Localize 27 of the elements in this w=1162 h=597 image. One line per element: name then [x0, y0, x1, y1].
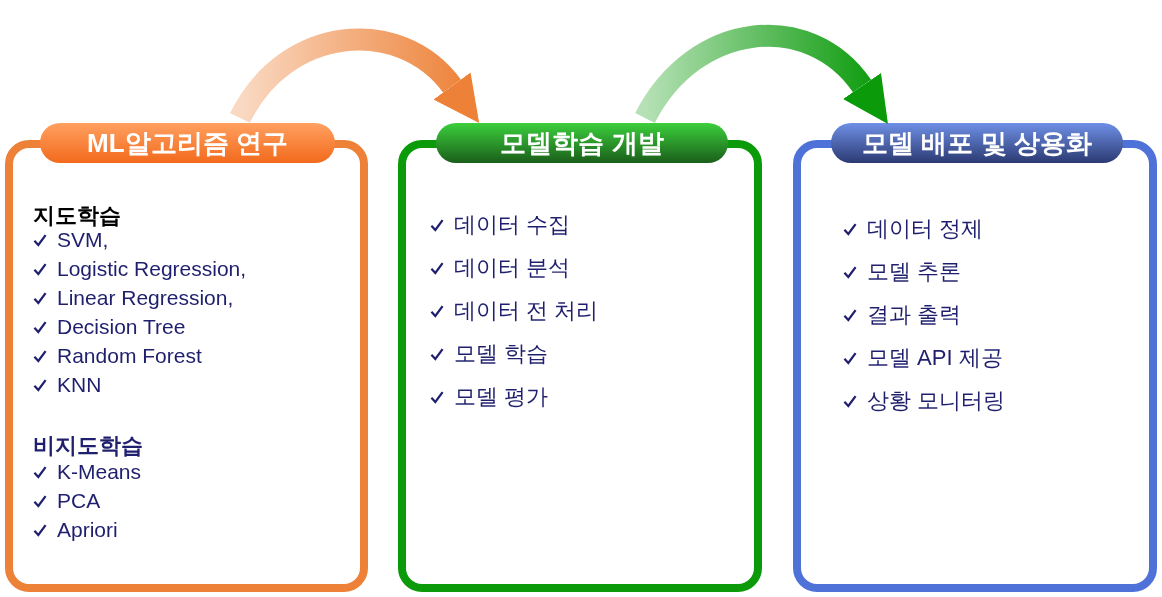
list-item: 모델 추론 [867, 258, 962, 286]
panel-box [398, 123, 762, 592]
list-item: K-Means [57, 460, 142, 484]
list-item: Decision Tree [57, 315, 186, 339]
list-item: 데이터 수집 [454, 211, 571, 239]
heading-pill: 모델 배포 및 상용화 [831, 123, 1123, 163]
list-item: PCA [57, 489, 101, 513]
list-item: 데이터 분석 [454, 254, 571, 282]
list-item: Apriori [57, 518, 118, 542]
panel-box [5, 123, 368, 592]
heading-pill: 모델학습 개발 [436, 123, 728, 163]
section-heading: 지도학습 [33, 202, 121, 230]
list-item: 모델 학습 [454, 340, 549, 368]
list-item: 결과 출력 [867, 301, 962, 329]
list-item: 모델 API 제공 [867, 344, 1003, 372]
list-item: 데이터 전 처리 [454, 297, 599, 325]
panel-box [793, 123, 1157, 592]
list-item: Logistic Regression, [57, 257, 247, 281]
list-item: 모델 평가 [454, 383, 549, 411]
list-item: 데이터 정제 [867, 215, 984, 243]
list-item: KNN [57, 373, 102, 397]
list-item: 상황 모니터링 [867, 387, 1006, 415]
list-item: Linear Regression, [57, 286, 234, 310]
list-item: Random Forest [57, 344, 202, 368]
list-item: SVM, [57, 228, 109, 252]
section-heading: 비지도학습 [33, 432, 143, 460]
heading-pill: ML알고리즘 연구 [40, 123, 335, 163]
